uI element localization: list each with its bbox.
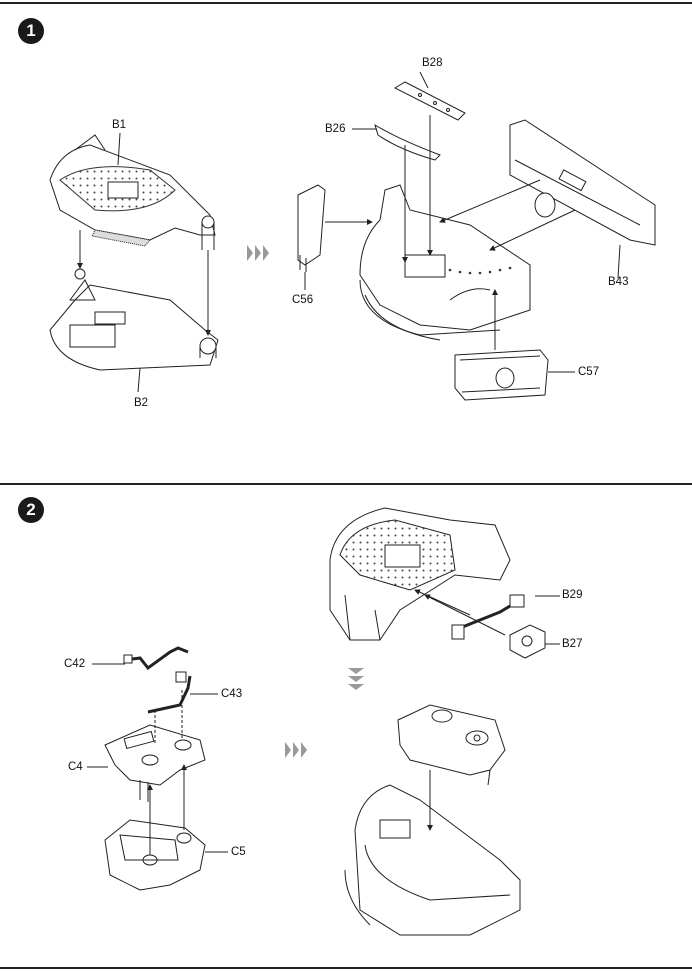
part-turret-body-step2-bottom — [344, 784, 521, 936]
label-c5: C5 — [231, 846, 246, 858]
part-c57-drawing — [454, 349, 549, 401]
part-b28-drawing — [393, 81, 466, 121]
part-b2-drawing — [49, 268, 219, 371]
label-c43: C43 — [221, 688, 243, 700]
label-c4: C4 — [68, 761, 83, 773]
part-mount-box — [397, 704, 506, 786]
part-c43-drawing — [147, 671, 192, 714]
label-b2: B2 — [134, 397, 149, 409]
part-c4-drawing — [104, 724, 206, 802]
part-turret-body-step1 — [359, 184, 531, 341]
label-b43: B43 — [608, 276, 629, 288]
label-b27: B27 — [562, 638, 583, 650]
part-b1-drawing — [49, 134, 216, 250]
step-1-badge: 1 — [18, 18, 44, 44]
step-2-badge: 2 — [18, 497, 44, 523]
part-b43-drawing — [509, 119, 656, 246]
top-rule — [0, 2, 692, 4]
part-c5-drawing — [104, 819, 206, 891]
part-c42-drawing — [123, 646, 189, 671]
label-c42: C42 — [64, 658, 86, 670]
part-b29-drawing — [451, 594, 525, 640]
part-c56-drawing — [297, 184, 326, 272]
flow-arrows — [247, 245, 364, 758]
label-b28: B28 — [422, 57, 443, 69]
part-b27-drawing — [509, 624, 546, 659]
bottom-rule — [0, 967, 692, 969]
label-b29: B29 — [562, 589, 583, 601]
part-b26-drawing — [374, 123, 441, 161]
label-c57: C57 — [578, 366, 600, 378]
label-c56: C56 — [292, 294, 314, 306]
part-turret-body-step2 — [329, 507, 511, 641]
label-b1: B1 — [112, 119, 127, 131]
step-divider-rule — [0, 483, 692, 485]
label-b26: B26 — [325, 123, 346, 135]
